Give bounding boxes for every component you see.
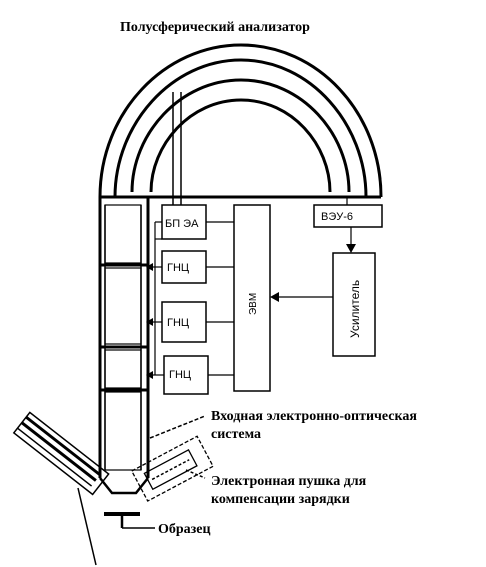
lens-element-2	[104, 267, 142, 345]
arrow-veu-amplifier	[346, 244, 356, 253]
source-tube-line-1	[25, 415, 102, 477]
x-ray-source	[12, 411, 110, 496]
arrow-gnc2-column	[146, 318, 153, 326]
evm-block: ЭВМ	[233, 204, 271, 392]
blpel-label: БП ЭА	[165, 218, 199, 230]
input-optics-label-1: Входная электронно-оптическая	[211, 409, 417, 424]
arrow-gnc3-column	[146, 371, 153, 379]
gnc-label-3: ГНЦ	[169, 369, 191, 381]
sample-label: Образец	[158, 522, 211, 537]
hemispherical-analyzer	[98, 43, 383, 205]
gun-label-leader	[185, 469, 206, 479]
lens-element-1	[104, 204, 142, 264]
evm-label: ЭВМ	[248, 293, 259, 315]
arrow-amplifier-evm	[270, 292, 279, 302]
x-ray-source-pointer	[77, 487, 97, 566]
amplifier-block: Усилитель	[332, 252, 376, 357]
gnc-block-3: ГНЦ	[163, 355, 209, 395]
lens-element-3	[104, 349, 142, 389]
input-optics-label-2: система	[211, 427, 261, 442]
source-housing	[12, 411, 110, 496]
lens-element-4	[104, 391, 142, 471]
gnc-block-2: ГНЦ	[161, 301, 207, 343]
gnc-block-1: ГНЦ	[161, 250, 207, 284]
input-optics-leader	[149, 415, 206, 439]
gun-label-2: компенсации зарядки	[211, 492, 350, 507]
sample: Образец	[104, 512, 211, 537]
veu-block: ВЭУ-6	[313, 204, 383, 228]
source-tube-line-3	[17, 427, 93, 487]
source-tube-line-2	[20, 421, 97, 482]
veu-label: ВЭУ-6	[321, 211, 353, 223]
arrow-gnc1-column	[146, 263, 153, 271]
gnc-label-1: ГНЦ	[167, 262, 189, 274]
gun-housing	[130, 435, 214, 502]
analyzer-inner-arc	[149, 98, 332, 193]
electron-gun	[130, 435, 214, 502]
gun-filament	[151, 459, 190, 481]
analyzer-arc-3	[130, 78, 351, 193]
gun-inner	[143, 449, 198, 491]
analyzer-outer-arc	[98, 43, 383, 198]
column-nozzle	[99, 477, 149, 495]
analyzer-arc-2	[113, 58, 368, 198]
analyzer-title: Полусферический анализатор	[120, 20, 310, 35]
blpel-block: БП ЭА	[161, 204, 207, 240]
input-optics-column	[98, 197, 150, 495]
gun-label-1: Электронная пушка для	[211, 474, 367, 489]
gnc-label-2: ГНЦ	[167, 317, 189, 329]
amplifier-label: Усилитель	[348, 280, 362, 338]
connections	[146, 197, 356, 379]
